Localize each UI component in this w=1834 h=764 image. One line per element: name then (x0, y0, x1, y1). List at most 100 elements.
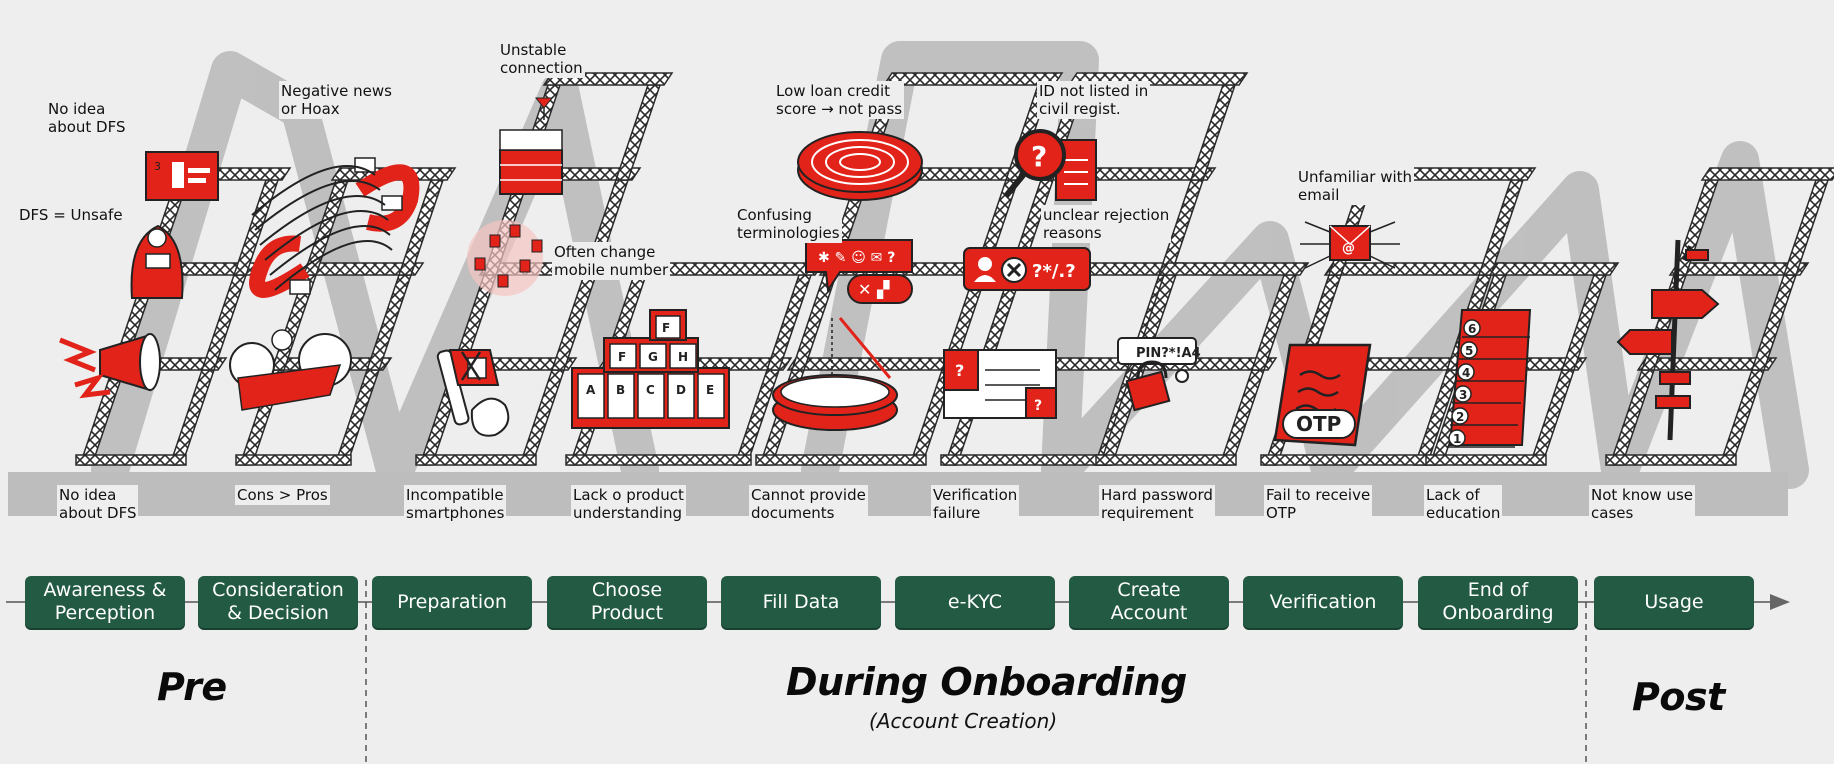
billboard-number: 3 (154, 160, 161, 173)
scaffold-platform (1488, 262, 1620, 276)
block-tile (639, 343, 667, 369)
stage-consideration: Consideration & Decision (198, 576, 358, 628)
block-letter: H (678, 350, 688, 364)
password-symbols: PIN?*!A4 (1136, 346, 1201, 361)
pain-label-lack-education: Lack of education (1424, 485, 1503, 523)
scaffold-leg (1218, 369, 1266, 466)
stage-end-onboarding: End of Onboarding (1418, 576, 1578, 628)
scaffold-base (235, 454, 352, 466)
pain-label-unfamiliar-email: Unfamiliar with email (1296, 167, 1415, 205)
pain-label-no-idea-bottom: No idea about DFS (57, 485, 139, 523)
pain-label-verification-failure: Verification failure (931, 485, 1020, 523)
scaffold-leg (518, 369, 566, 466)
stair-number-badge (1460, 341, 1478, 359)
block-tile (607, 373, 635, 419)
block-letter: E (706, 383, 714, 397)
block-letter: C (646, 383, 655, 397)
phase-pre: Pre (157, 665, 227, 709)
stair-number-badge (1454, 385, 1472, 403)
sim-cards-icon (467, 220, 543, 296)
rejection-symbols: ?*/.? (1032, 261, 1076, 282)
pain-label-confusing-terms: Confusing terminologies (735, 205, 842, 243)
timeline-arrow-icon (1770, 594, 1790, 610)
block-tile (637, 373, 665, 419)
stage-awareness: Awareness & Perception (25, 576, 185, 628)
rejection-card-icon: ?*/.? (963, 247, 1091, 291)
hooded-figure-icon (130, 224, 184, 299)
pain-label-unclear-rejection: unclear rejection reasons (1041, 205, 1172, 243)
scaffold-base (415, 454, 537, 466)
scaffold-leg (1782, 179, 1830, 276)
pain-label-dfs-unsafe: DFS = Unsafe (17, 205, 125, 225)
speckled-ball-icon (229, 329, 352, 411)
svg-text:?: ? (955, 361, 964, 380)
pain-label-unstable-connection: Unstable connection (498, 40, 585, 78)
scaffold-base (565, 454, 752, 466)
scaffold-platform (1158, 262, 1310, 276)
pain-label-use-cases: Not know use cases (1589, 485, 1696, 523)
stair-number-badge (1448, 429, 1466, 447)
svg-text:✕ ▞: ✕ ▞ (858, 280, 890, 299)
stage-usage: Usage (1594, 576, 1754, 628)
stage-fill-data: Fill Data (721, 576, 881, 628)
scaffold-leg (168, 369, 216, 466)
phase-during-subtitle: (Account Creation) (869, 709, 1058, 733)
stair-number: 2 (1456, 410, 1464, 424)
svg-text:?: ? (1034, 398, 1042, 414)
scaffold-leg (1189, 84, 1237, 181)
pain-label-cons-pros: Cons > Pros (235, 485, 330, 505)
antenna-icon (499, 97, 563, 195)
stair-number-badge (1451, 407, 1469, 425)
pain-label-cannot-provide-docs: Cannot provide documents (749, 485, 868, 523)
scaffold-base (1260, 454, 1432, 466)
scaffold-base (1605, 454, 1737, 466)
pain-label-change-number: Often change mobile number (552, 242, 671, 280)
stair-number-badge (1463, 319, 1481, 337)
svg-text:@: @ (1342, 241, 1355, 256)
speech-bubble-icon: ✱ ✎ ☺ ✉ ? ✕ ▞ (805, 239, 913, 304)
pain-label-fail-otp: Fail to receive OTP (1264, 485, 1373, 523)
stage-ekyc: e-KYC (895, 576, 1055, 628)
scaffold-platform (882, 72, 1064, 86)
block-letter: A (586, 383, 596, 397)
document-pile-icon (772, 317, 898, 431)
block-tile (609, 343, 637, 369)
stage-verification: Verification (1243, 576, 1403, 628)
scaffold-platform (1700, 167, 1834, 181)
id-card-icon: ? ? (943, 349, 1057, 419)
scaffold-platform (1323, 262, 1505, 276)
broken-phone-icon (436, 349, 510, 437)
signpost-icon (1616, 239, 1720, 441)
stair-number: 4 (1462, 366, 1470, 380)
block-tile (669, 343, 697, 369)
stair-number: 6 (1468, 322, 1476, 336)
scaffold-leg (614, 84, 662, 181)
scaffold-leg (550, 274, 598, 371)
stair-number: 5 (1465, 344, 1473, 358)
block-tile (577, 373, 605, 419)
block-letter: D (676, 383, 686, 397)
block-letter: F (618, 350, 626, 364)
block-letter: G (648, 350, 658, 364)
pain-label-incompatible: Incompatible smartphones (404, 485, 507, 523)
stage-create-account: Create Account (1069, 576, 1229, 628)
phase-during: During Onboarding (786, 660, 1187, 704)
pain-label-no-idea-top: No idea about DFS (46, 99, 128, 137)
block-letter: F (662, 321, 670, 335)
maze-icon (797, 131, 923, 201)
scaffold-leg (1718, 369, 1766, 466)
block-tile (667, 373, 695, 419)
pain-label-low-credit: Low loan credit score → not pass (774, 81, 905, 119)
padlock-icon: PIN?*!A4 (1117, 337, 1201, 412)
block-letter: B (616, 383, 625, 397)
otp-paper-icon: OTP (1273, 343, 1372, 447)
coil-icon (251, 165, 393, 291)
svg-text:?: ? (1031, 140, 1047, 173)
magnifier-question-icon: ? (1003, 129, 1097, 201)
scaffold-base (940, 454, 1112, 466)
mobile-billboard-icon: 3 (145, 151, 219, 201)
block-tile (655, 315, 681, 339)
svg-text:✱ ✎ ☺ ✉ ?: ✱ ✎ ☺ ✉ ? (818, 250, 895, 266)
